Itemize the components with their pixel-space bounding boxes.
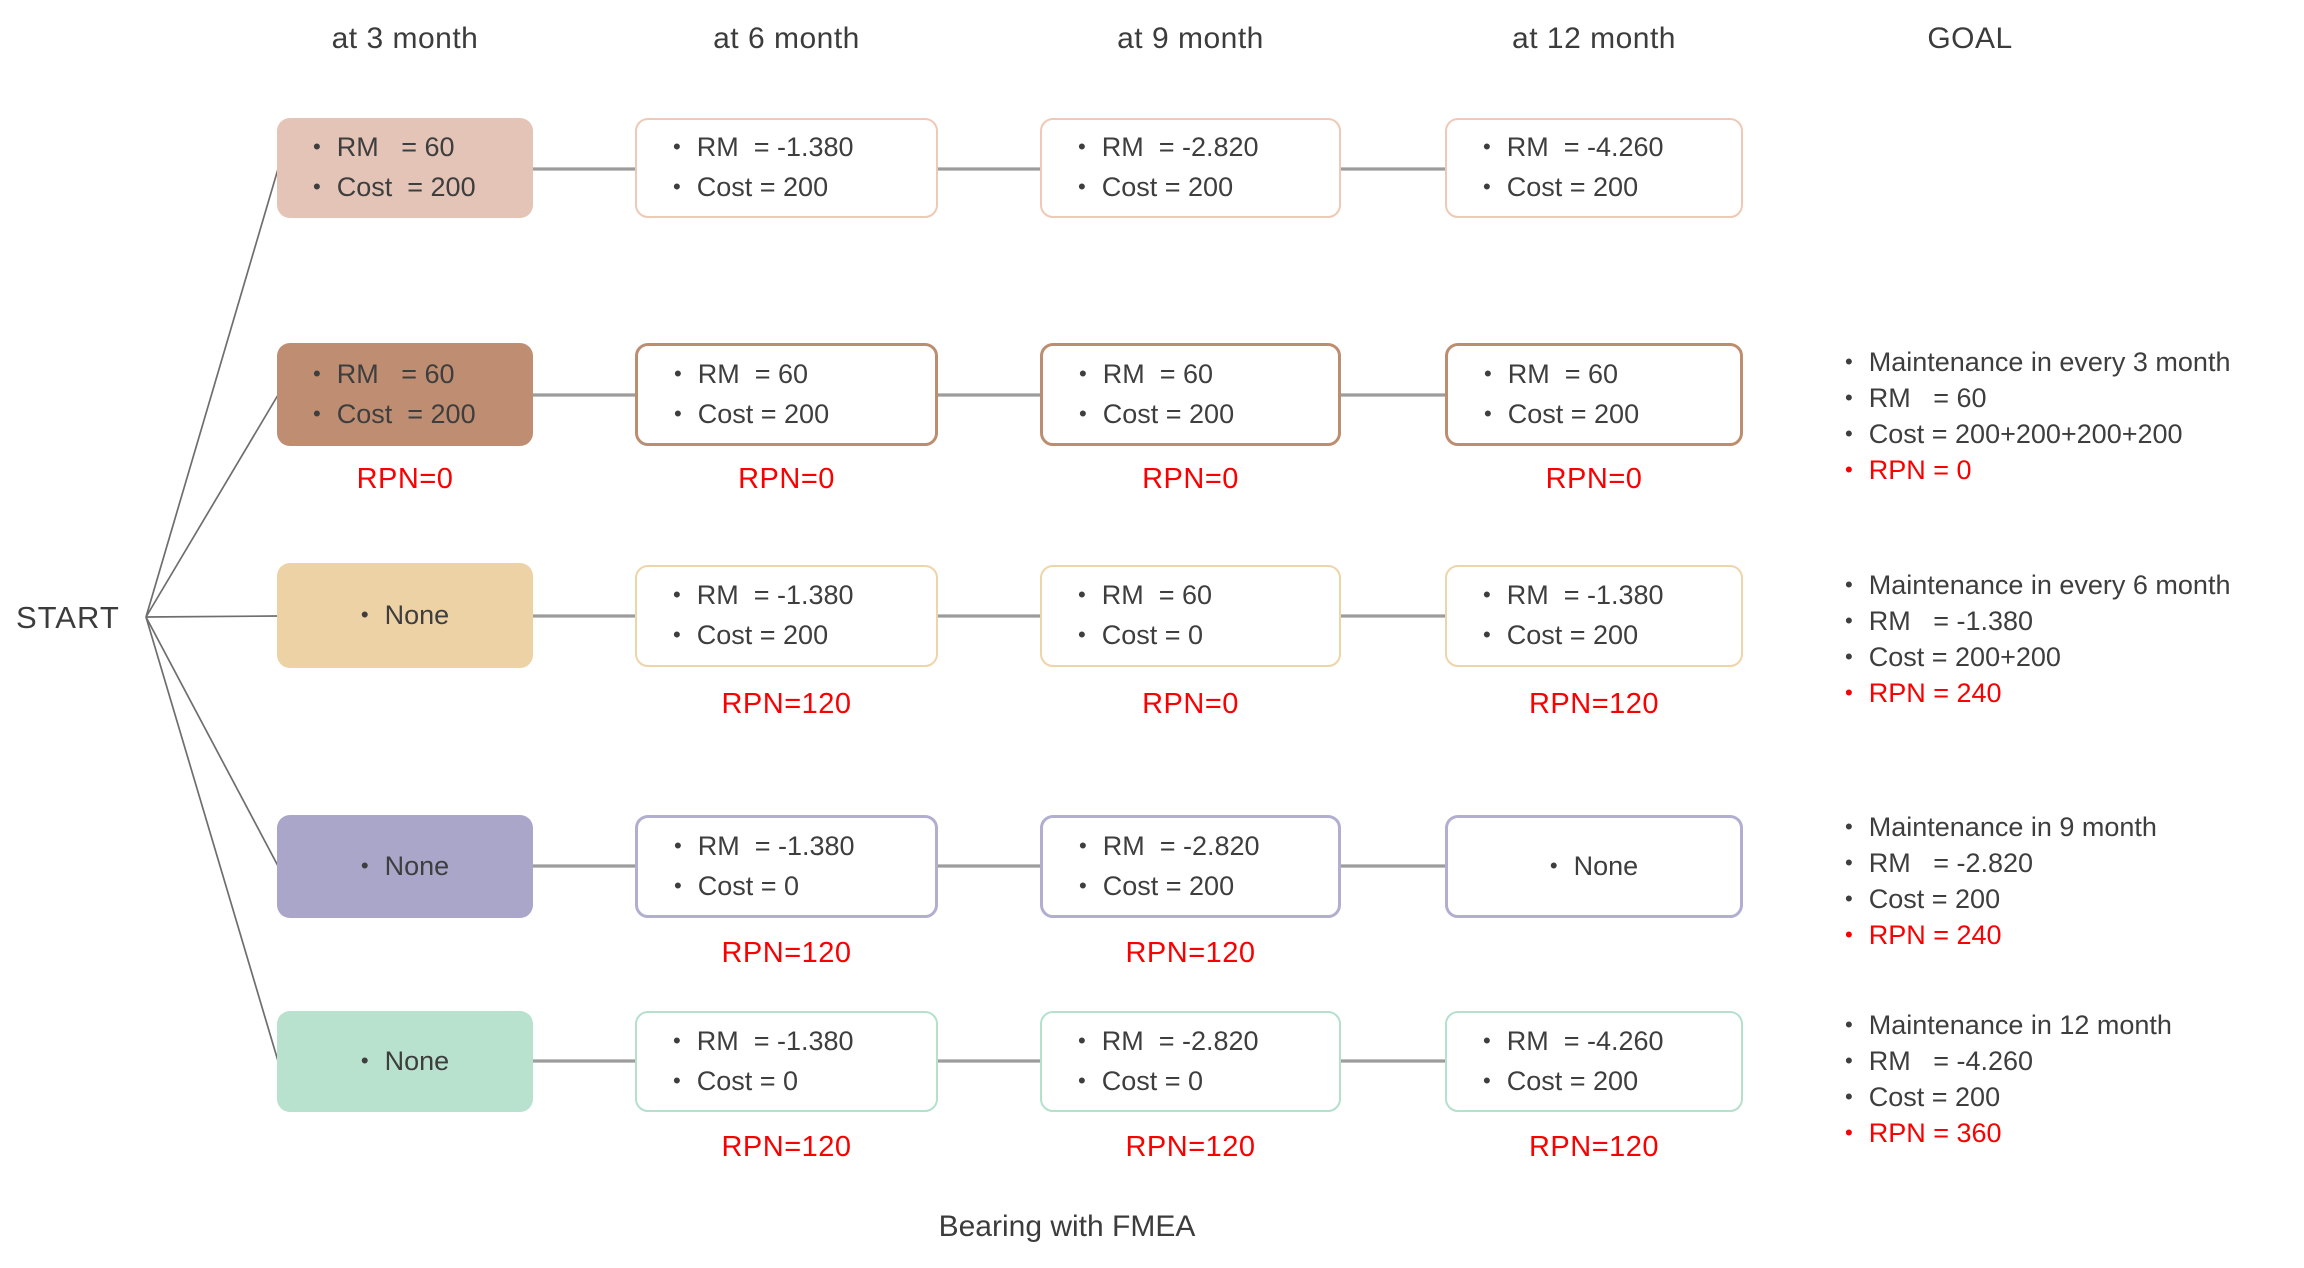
node-line: Cost = 200 [1484, 395, 1639, 435]
goal-line: RM = -1.380 [1845, 604, 2304, 640]
node-line: Cost = 200 [1483, 168, 1664, 208]
node-line: RM = 60 [313, 128, 476, 168]
node-line: RM = -1.380 [1483, 576, 1664, 616]
node-line: Cost = 200 [1078, 168, 1259, 208]
node-line: Cost = 200 [674, 395, 829, 435]
rpn-label-r3-c4: RPN=120 [1528, 688, 1660, 720]
start-label: START [16, 600, 120, 635]
goal-line: RM = 60 [1845, 381, 2304, 417]
node-line: Cost = 200 [1483, 616, 1664, 656]
goal-line: Maintenance in 9 month [1845, 810, 2304, 846]
node-line: RM = 60 [674, 355, 829, 395]
goal-line: RM = -4.260 [1845, 1044, 2304, 1080]
node-r5-c3: RM = -2.820 Cost = 0 [1040, 1011, 1341, 1112]
goal-block-12-month: Maintenance in 12 month RM = -4.260 Cost… [1845, 1008, 2304, 1152]
node-line: Cost = 200 [313, 395, 476, 435]
node-r2-c3: RM = 60 Cost = 200 [1040, 343, 1341, 446]
column-header-3-month: at 3 month [331, 22, 479, 55]
node-line: Cost = 0 [1078, 616, 1212, 656]
node-line: RM = 60 [1078, 576, 1212, 616]
node-line: RM = -4.260 [1483, 1022, 1664, 1062]
node-line: RM = 60 [1484, 355, 1639, 395]
node-r3-c1: None [277, 563, 533, 668]
node-r2-c1: RM = 60 Cost = 200 [277, 343, 533, 446]
node-r2-c2: RM = 60 Cost = 200 [635, 343, 938, 446]
node-r4-c2: RM = -1.380 Cost = 0 [635, 815, 938, 918]
node-r5-c1: None [277, 1011, 533, 1112]
node-line: None [361, 1042, 450, 1082]
goal-rpn-line: RPN = 360 [1845, 1116, 2304, 1152]
node-line: RM = -2.820 [1079, 827, 1260, 867]
node-line: RM = -1.380 [673, 128, 854, 168]
goal-line: RM = -2.820 [1845, 846, 2304, 882]
node-r5-c4: RM = -4.260 Cost = 200 [1445, 1011, 1743, 1112]
node-line: RM = -2.820 [1078, 1022, 1259, 1062]
node-r3-c4: RM = -1.380 Cost = 200 [1445, 565, 1743, 667]
node-line: None [1550, 847, 1639, 887]
column-header-6-month: at 6 month [713, 22, 860, 55]
node-r2-c4: RM = 60 Cost = 200 [1445, 343, 1743, 446]
node-line: None [361, 596, 450, 636]
node-r3-c3: RM = 60 Cost = 0 [1040, 565, 1341, 667]
column-header-9-month: at 9 month [1117, 22, 1264, 55]
rpn-label-r2-c3: RPN=0 [1142, 463, 1239, 495]
goal-rpn-line: RPN = 0 [1845, 453, 2304, 489]
node-r4-c3: RM = -2.820 Cost = 200 [1040, 815, 1341, 918]
rpn-label-r5-c3: RPN=120 [1125, 1131, 1256, 1163]
node-line: Cost = 0 [1078, 1062, 1259, 1102]
rpn-label-r5-c4: RPN=120 [1528, 1131, 1660, 1163]
goal-rpn-line: RPN = 240 [1845, 918, 2304, 954]
goal-block-every-6-month: Maintenance in every 6 month RM = -1.380… [1845, 568, 2304, 712]
goal-line: Maintenance in 12 month [1845, 1008, 2304, 1044]
node-line: Cost = 200 [673, 616, 854, 656]
node-line: RM = -2.820 [1078, 128, 1259, 168]
rpn-label-r2-c2: RPN=0 [738, 463, 835, 495]
goal-line: Cost = 200 [1845, 1080, 2304, 1116]
node-line: None [361, 847, 450, 887]
node-r4-c1: None [277, 815, 533, 918]
rpn-label-r5-c2: RPN=120 [721, 1131, 852, 1163]
node-line: RM = -1.380 [673, 1022, 854, 1062]
node-r5-c2: RM = -1.380 Cost = 0 [635, 1011, 938, 1112]
rpn-label-r4-c3: RPN=120 [1125, 937, 1256, 969]
rpn-label-r4-c2: RPN=120 [721, 937, 852, 969]
rpn-label-r2-c4: RPN=0 [1545, 463, 1643, 495]
diagram-caption: Bearing with FMEA [938, 1210, 1196, 1243]
node-r4-c4: None [1445, 815, 1743, 918]
goal-line: Cost = 200+200 [1845, 640, 2304, 676]
branch-fan-lines [145, 168, 279, 1062]
node-line: Cost = 0 [673, 1062, 854, 1102]
node-r1-c1: RM = 60 Cost = 200 [277, 118, 533, 218]
node-line: Cost = 0 [674, 867, 855, 907]
goal-line: Cost = 200+200+200+200 [1845, 417, 2304, 453]
node-line: Cost = 200 [673, 168, 854, 208]
node-r1-c4: RM = -4.260 Cost = 200 [1445, 118, 1743, 218]
node-line: Cost = 200 [1079, 395, 1234, 435]
node-line: RM = 60 [1079, 355, 1234, 395]
node-line: Cost = 200 [1483, 1062, 1664, 1102]
node-r1-c2: RM = -1.380 Cost = 200 [635, 118, 938, 218]
goal-line: Cost = 200 [1845, 882, 2304, 918]
column-header-goal: GOAL [1927, 22, 2013, 55]
node-line: RM = -1.380 [674, 827, 855, 867]
node-line: RM = -4.260 [1483, 128, 1664, 168]
goal-block-every-3-month: Maintenance in every 3 month RM = 60 Cos… [1845, 345, 2304, 489]
node-line: RM = 60 [313, 355, 476, 395]
goal-block-9-month: Maintenance in 9 month RM = -2.820 Cost … [1845, 810, 2304, 954]
rpn-label-r2-c1: RPN=0 [356, 463, 454, 495]
goal-rpn-line: RPN = 240 [1845, 676, 2304, 712]
node-line: RM = -1.380 [673, 576, 854, 616]
node-r3-c2: RM = -1.380 Cost = 200 [635, 565, 938, 667]
goal-line: Maintenance in every 3 month [1845, 345, 2304, 381]
node-line: Cost = 200 [313, 168, 476, 208]
rpn-label-r3-c2: RPN=120 [721, 688, 852, 720]
goal-line: Maintenance in every 6 month [1845, 568, 2304, 604]
node-line: Cost = 200 [1079, 867, 1260, 907]
rpn-label-r3-c3: RPN=0 [1142, 688, 1239, 720]
column-header-12-month: at 12 month [1512, 22, 1676, 55]
node-r1-c3: RM = -2.820 Cost = 200 [1040, 118, 1341, 218]
